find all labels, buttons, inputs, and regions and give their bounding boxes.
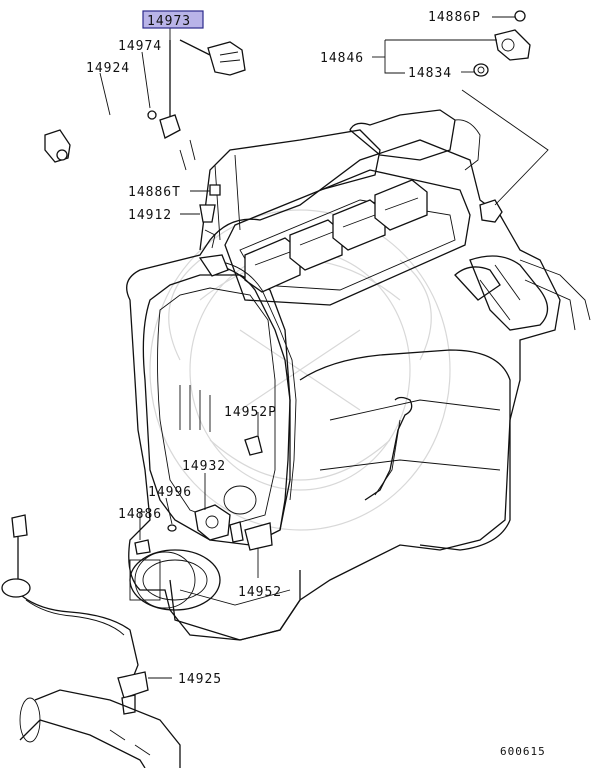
sensor-connector-harness (147, 39, 246, 139)
exhaust-pipe (19, 689, 181, 769)
callout-14932[interactable]: 14932 (182, 459, 226, 474)
bracket-parts (199, 184, 221, 249)
oxygen-sensor-harness (44, 88, 151, 163)
callout-14924[interactable]: 14924 (86, 61, 130, 76)
callout-14886[interactable]: 14886 (118, 507, 162, 522)
callout-14973[interactable]: 14973 (147, 14, 191, 29)
callout-14912[interactable]: 14912 (128, 208, 172, 223)
callout-14974[interactable]: 14974 (118, 39, 162, 54)
rear-oxygen-sensor (1, 514, 149, 715)
callout-14925[interactable]: 14925 (178, 672, 222, 687)
crank-sensor-wire (198, 254, 297, 531)
callout-14846[interactable]: 14846 (320, 51, 364, 66)
callout-14952p[interactable]: 14952P (224, 405, 277, 420)
diagram-reference-code: 600615 (500, 745, 546, 758)
callout-14886p[interactable]: 14886P (428, 10, 481, 25)
highlight-box (142, 10, 204, 29)
cam-sensor-assembly (473, 10, 531, 223)
callout-14996[interactable]: 14996 (148, 485, 192, 500)
engine-block (126, 109, 591, 641)
leader-lines (99, 16, 549, 679)
callout-14834[interactable]: 14834 (408, 66, 452, 81)
callout-14952[interactable]: 14952 (238, 585, 282, 600)
crank-sensor (134, 435, 273, 555)
callout-14886t[interactable]: 14886T (128, 185, 181, 200)
